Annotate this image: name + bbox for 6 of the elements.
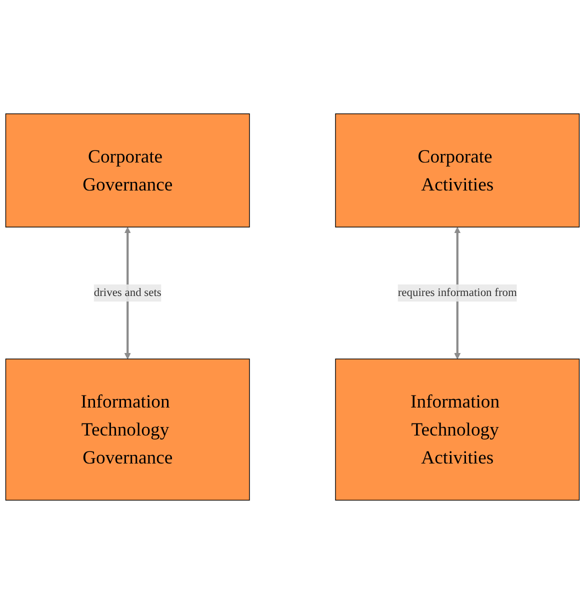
node-box: Information Technology Activities: [335, 358, 580, 501]
edge-label: requires information from: [398, 286, 517, 299]
node-box: Corporate Governance: [5, 113, 250, 228]
node-box: Corporate Activities: [335, 113, 580, 228]
node-box: Information Technology Governance: [5, 358, 250, 501]
edge-label: drives and sets: [94, 286, 162, 299]
